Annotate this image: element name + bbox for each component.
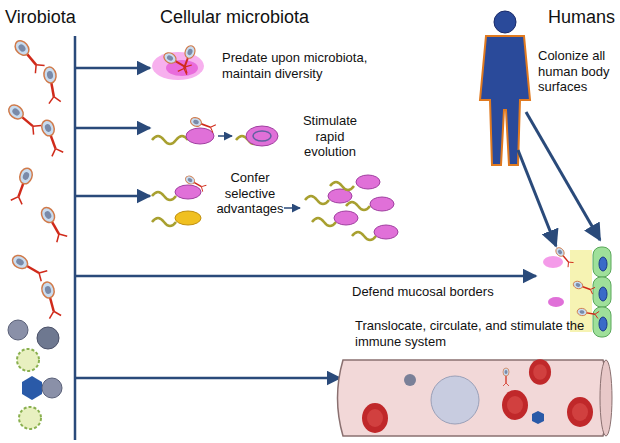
bacterium	[548, 297, 564, 307]
lysed-bacterium	[152, 52, 204, 80]
branch-arrow	[75, 195, 150, 198]
role-text: Colonize all human body surfaces	[538, 48, 616, 95]
red-blood-cell	[502, 390, 528, 420]
genome	[253, 131, 271, 141]
blood-vessel	[338, 359, 613, 436]
phage-icon	[178, 44, 197, 74]
white-blood-cell	[431, 376, 479, 424]
red-blood-cell	[529, 359, 551, 385]
virus-column	[6, 38, 67, 429]
colonize-arrow	[518, 150, 556, 246]
virus-particle	[42, 378, 62, 398]
virus-particle	[19, 407, 41, 429]
bacterium	[246, 126, 278, 146]
phage-icon	[189, 116, 216, 133]
branch-arrow	[75, 275, 536, 278]
flagellum	[152, 192, 176, 200]
bacterium	[356, 175, 380, 189]
bacterium	[175, 211, 201, 225]
flagellum	[152, 136, 188, 144]
column-header: Cellular microbiota	[160, 8, 309, 28]
human-body	[480, 36, 530, 165]
role-text: Defend mucosal borders	[352, 284, 522, 300]
flagellum	[352, 232, 376, 240]
role-text: Stimulate rapid evolution	[290, 113, 370, 160]
red-blood-cell	[567, 397, 593, 427]
red-blood-cell	[362, 403, 388, 433]
phage-icon	[572, 280, 595, 294]
branch-arrow	[75, 67, 150, 70]
bacterium	[175, 185, 201, 199]
virus-particle	[17, 349, 39, 371]
bacterium	[186, 128, 214, 144]
role-text: Confer selective advantages	[212, 170, 288, 217]
phage-icon	[6, 102, 41, 134]
branch-arrow	[75, 127, 150, 130]
phage-icon	[577, 308, 600, 319]
human-head	[494, 11, 516, 33]
vessel-wall	[338, 360, 609, 436]
phage-icon	[503, 368, 509, 386]
bacterium	[543, 256, 563, 268]
flagellum	[330, 182, 354, 190]
bacterium	[374, 225, 398, 239]
role-text: Predate upon microbiota, maintain divers…	[222, 50, 372, 81]
column-header: Virobiota	[5, 8, 76, 28]
bacterium	[370, 197, 394, 211]
process-arrow	[284, 207, 300, 209]
flagellum	[305, 196, 329, 204]
phage-icon	[554, 246, 573, 267]
virus-particle	[532, 411, 544, 424]
branch-arrow	[75, 377, 340, 380]
phage-icon	[184, 174, 206, 191]
phage-icon	[40, 118, 64, 156]
phage-icon	[12, 38, 44, 73]
epithelial-cell	[593, 247, 611, 277]
epithelial-cell	[593, 277, 611, 307]
evolution-figure	[152, 116, 278, 146]
virus-particle	[37, 327, 59, 349]
process-arrow	[218, 135, 232, 137]
phage-icon	[40, 281, 61, 319]
predation-figure	[152, 44, 204, 80]
epithelial-cell	[593, 307, 611, 337]
phage-icon	[10, 253, 47, 281]
virus-particle	[404, 374, 416, 386]
phage-icon	[11, 166, 35, 204]
human-figure	[480, 11, 600, 246]
phage-icon	[43, 66, 61, 104]
flagellum	[312, 218, 336, 226]
flagellum	[346, 202, 370, 210]
trunk-line	[74, 36, 77, 440]
phage-icon	[39, 205, 67, 242]
virus-particle	[8, 320, 28, 340]
flagellum	[152, 218, 176, 226]
bacterium	[334, 211, 358, 225]
colonize-arrow	[526, 112, 600, 240]
column-header: Humans	[548, 8, 615, 28]
virus-particle	[22, 376, 42, 400]
role-text: Translocate, circulate, and stimulate th…	[355, 318, 605, 349]
vessel-opening	[600, 360, 612, 436]
